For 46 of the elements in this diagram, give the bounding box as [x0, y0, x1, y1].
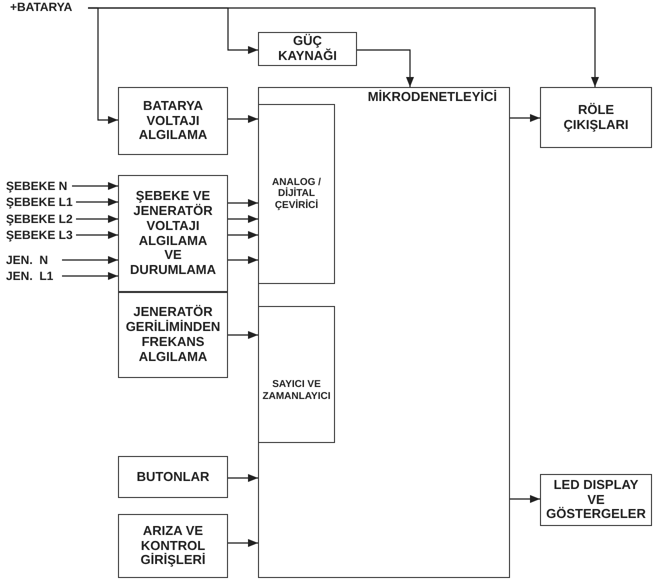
arrow — [228, 256, 258, 264]
signal-label: ŞEBEKE L1 — [6, 195, 76, 209]
signal-label: ŞEBEKE N — [6, 179, 72, 193]
arrow — [76, 198, 118, 206]
block-label: MİKRODENETLEYİCİ — [366, 90, 498, 105]
block-label: SAYICI VE ZAMANLAYICI — [262, 379, 332, 402]
arrow — [228, 199, 258, 207]
arrow — [228, 539, 258, 547]
block-box — [118, 175, 228, 292]
block-label: ANALOG / DİJİTAL ÇEVİRİCİ — [271, 176, 322, 212]
arrow — [357, 49, 414, 87]
block-label: BUTONLAR — [136, 470, 210, 484]
arrow — [62, 272, 118, 280]
arrow — [228, 215, 258, 223]
block-box — [118, 87, 228, 155]
arrow — [228, 115, 258, 123]
block-box — [540, 87, 652, 148]
block-box — [258, 87, 510, 578]
signal-label: ŞEBEKE L2 — [6, 212, 76, 226]
block-box — [258, 104, 335, 284]
arrow — [228, 231, 258, 239]
arrow — [510, 495, 540, 503]
block-label: ARIZA VE KONTROL GİRİŞLERİ — [139, 524, 206, 568]
arrow — [62, 256, 118, 264]
block-box — [118, 456, 228, 498]
signal-label: ŞEBEKE L3 — [6, 228, 76, 242]
arrow — [76, 215, 118, 223]
block-label: JENERATÖR GERİLİMİNDEN FREKANS ALGILAMA — [124, 305, 222, 365]
arrow — [72, 182, 118, 190]
arrow — [228, 331, 258, 339]
arrow — [88, 7, 118, 124]
block-box — [258, 32, 357, 66]
signal-label: JEN. L1 — [6, 269, 62, 283]
arrow — [510, 114, 540, 122]
block-label: BATARYA VOLTAJI ALGILAMA — [138, 98, 208, 144]
block-label: RÖLE ÇIKIŞLARI — [562, 102, 630, 132]
signal-label: JEN. N — [6, 253, 62, 267]
block-label: ŞEBEKE VE JENERATÖR VOLTAJI ALGILAMA VE DURUMLAMA — [129, 188, 217, 278]
block-box — [118, 514, 228, 578]
block-label: GÜÇ KAYNAĞI — [277, 34, 338, 64]
block-box — [258, 306, 335, 443]
block-box — [118, 292, 228, 378]
arrow — [76, 231, 118, 239]
signal-label: +BATARYA — [10, 0, 88, 16]
block-label: LED DISPLAY VE GÖSTERGELER — [545, 478, 647, 522]
arrow — [228, 474, 258, 482]
